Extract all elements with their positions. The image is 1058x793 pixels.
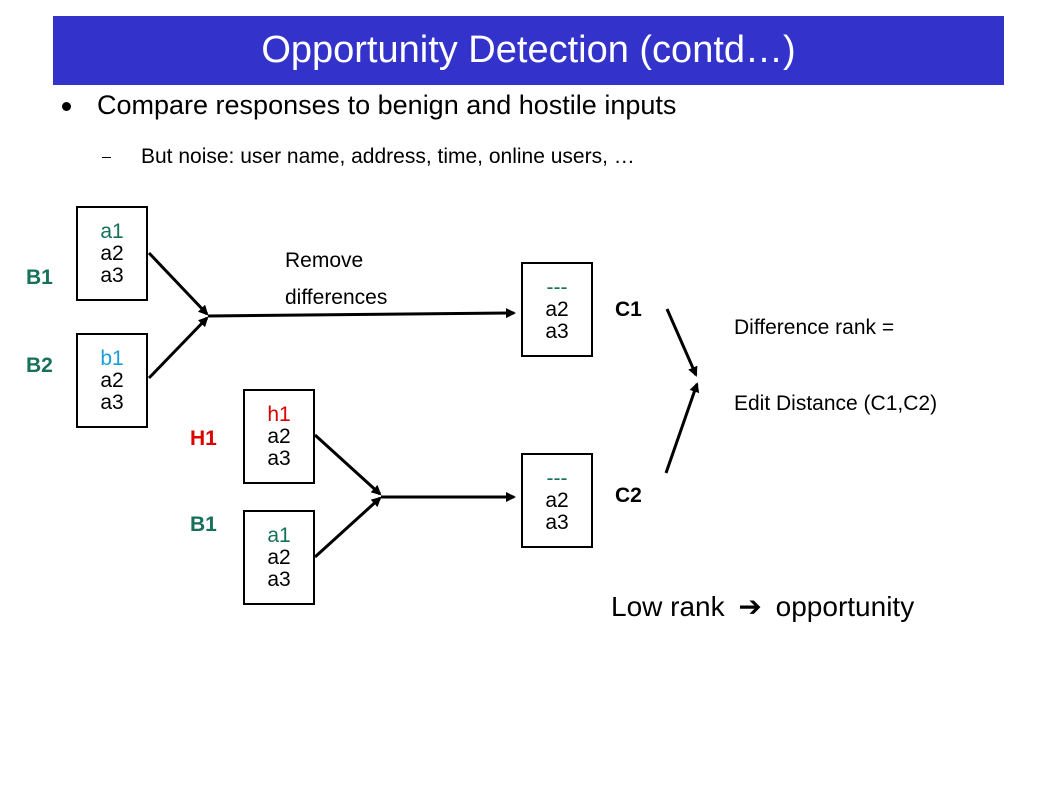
- box-h1-line-1: h1: [267, 402, 291, 426]
- box-b1-line-2: a2: [100, 241, 124, 265]
- box-b2: b1 a2 a3: [76, 333, 148, 428]
- arrow-b1-lower-to-merge: [313, 496, 382, 559]
- box-b1-lower: a1 a2 a3: [243, 510, 315, 605]
- bullet-dash-icon: [102, 156, 111, 159]
- label-h1: H1: [190, 427, 217, 450]
- arrow-c2-to-rank: [664, 382, 700, 474]
- box-b2-line-3: a3: [100, 390, 124, 414]
- box-c2-line-3: a3: [545, 510, 569, 534]
- remove-differences-label: Remove differences: [285, 242, 387, 316]
- box-b1-lower-line-3: a3: [267, 567, 291, 591]
- arrow-c1-to-rank: [665, 308, 698, 377]
- box-c1-line-3: a3: [545, 319, 569, 343]
- box-h1: h1 a2 a3: [243, 389, 315, 484]
- remove-label-line-2: differences: [285, 286, 388, 309]
- box-b1: a1 a2 a3: [76, 206, 148, 301]
- bullet-main: Compare responses to benign and hostile …: [62, 90, 676, 121]
- label-c2: C2: [615, 484, 642, 507]
- arrow-b1-to-merge: [147, 251, 209, 316]
- bullet-dot-icon: [62, 102, 71, 112]
- box-c2: --- a2 a3: [521, 453, 593, 548]
- conclusion-left: Low rank: [611, 591, 725, 622]
- box-c1-line-2: a2: [545, 297, 569, 321]
- label-b1-lower: B1: [190, 513, 217, 536]
- arrow-h1-to-merge: [313, 433, 382, 496]
- box-b1-lower-line-1: a1: [267, 523, 291, 547]
- box-c1-line-1: ---: [546, 275, 568, 299]
- slide-title: Opportunity Detection (contd…): [53, 16, 1004, 85]
- arrow-right-icon: ➔: [738, 590, 762, 623]
- box-c2-line-2: a2: [545, 488, 569, 512]
- remove-label-line-1: Remove: [285, 249, 364, 272]
- box-h1-line-2: a2: [267, 424, 291, 448]
- conclusion-right: opportunity: [775, 591, 915, 622]
- bullet-main-text: Compare responses to benign and hostile …: [97, 90, 677, 120]
- conclusion: Low rank ➔ opportunity: [611, 590, 914, 623]
- arrow-b2-to-merge: [147, 316, 209, 380]
- label-b2: B2: [26, 354, 53, 377]
- rank-line-1: Difference rank =: [734, 316, 895, 339]
- box-c2-line-1: ---: [546, 466, 568, 490]
- bullet-sub: But noise: user name, address, time, onl…: [102, 145, 635, 169]
- box-b1-line-1: a1: [100, 219, 124, 243]
- box-b2-line-2: a2: [100, 368, 124, 392]
- box-b2-line-1: b1: [100, 346, 124, 370]
- label-b1: B1: [26, 266, 53, 289]
- rank-line-2: Edit Distance (C1,C2): [734, 392, 938, 415]
- box-b1-line-3: a3: [100, 263, 124, 287]
- box-h1-line-3: a3: [267, 446, 291, 470]
- box-b1-lower-line-2: a2: [267, 545, 291, 569]
- bullet-sub-text: But noise: user name, address, time, onl…: [141, 145, 635, 168]
- arrow-merge-to-c1: [207, 308, 516, 319]
- label-c1: C1: [615, 298, 642, 321]
- box-c1: --- a2 a3: [521, 262, 593, 357]
